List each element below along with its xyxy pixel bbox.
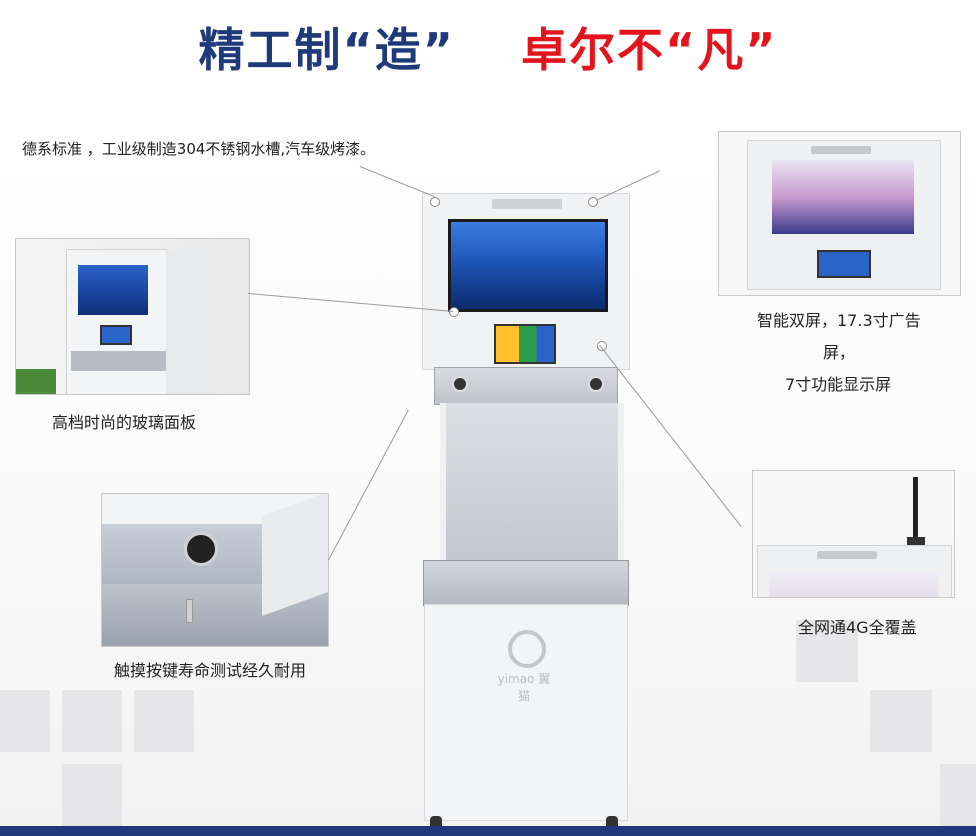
touch-button-icon — [184, 532, 218, 566]
faucet-icon — [186, 599, 193, 623]
bottom-bar — [0, 826, 976, 836]
bg-tile — [796, 620, 858, 682]
bg-tile — [0, 690, 50, 752]
bg-tile — [62, 764, 122, 826]
caption-dual-screen-3: 7寸功能显示屏 — [785, 375, 892, 394]
brand-wordmark: yimao 翼猫 — [494, 670, 554, 704]
caption-dual-screen-1: 智能双屏，17.3寸广告 — [757, 311, 921, 330]
brand-logo-icon — [811, 146, 871, 154]
dispense-button-left[interactable] — [452, 376, 468, 392]
caption-touch-key: 触摸按键寿命测试经久耐用 — [114, 661, 307, 680]
caption-network: 全网通4G全覆盖 — [798, 618, 917, 637]
antenna-icon — [913, 477, 918, 543]
dual-screen-photo — [718, 131, 961, 296]
dispense-button-right[interactable] — [588, 376, 604, 392]
caption-dual-screen-2: 屏， — [823, 343, 856, 362]
brand-text: yimao — [497, 672, 535, 686]
title-part-2: 卓尔不“凡” — [521, 23, 778, 77]
title-part-1: 精工制“造” — [198, 23, 455, 77]
function-screen — [494, 324, 556, 364]
water-cavity — [440, 403, 624, 563]
touch-key-photo — [101, 493, 329, 647]
brand-text-cn: 翼猫 — [517, 672, 551, 703]
bg-tile — [870, 690, 932, 752]
bg-tile — [134, 690, 194, 752]
machine-logo — [492, 199, 562, 209]
network-photo — [752, 470, 955, 598]
drip-tray — [423, 560, 629, 606]
glass-panel-photo — [15, 238, 250, 395]
bg-tile — [62, 690, 122, 752]
caption-glass-panel: 高档时尚的玻璃面板 — [52, 413, 197, 432]
bg-tile — [940, 764, 976, 826]
callout-dot — [597, 341, 607, 351]
callout-line — [359, 166, 435, 197]
brand-logo-icon — [508, 630, 546, 668]
callout-dot — [588, 197, 598, 207]
callout-line — [328, 409, 409, 561]
caption-standard: 德系标准 ，工业级制造304不锈钢水槽,汽车级烤漆。 — [22, 140, 376, 158]
callout-dot — [430, 197, 440, 207]
page-title: 精工制“造” 卓尔不“凡” — [0, 14, 976, 80]
callout-dot — [449, 307, 459, 317]
ad-screen — [448, 219, 608, 312]
